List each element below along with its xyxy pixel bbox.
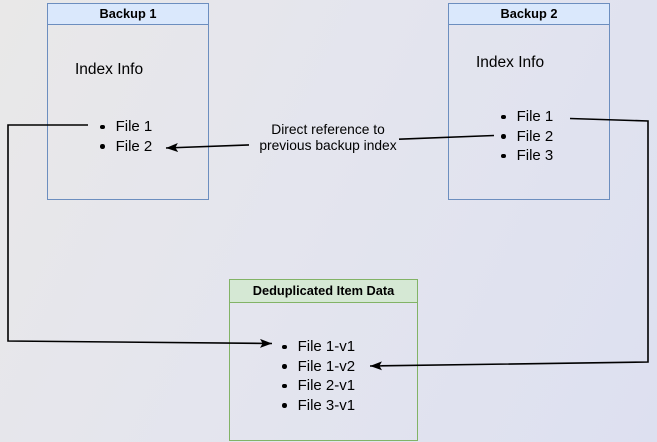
bullet-dot [501,114,506,120]
list-item: File 2 [449,127,609,147]
list-item: File 1 [449,107,609,127]
node-deduplicated-item-data: Deduplicated Item Data File 1-v1 File 1-… [229,279,418,441]
file-label: File 1-v1 [297,338,356,356]
bullet-dot [100,144,105,149]
bullet-dot [282,383,287,389]
file-label: File 1 [516,108,554,126]
bullet-dot [100,124,105,130]
node-backup1: Backup 1 Index Info File 1 File 2 [47,3,209,200]
file-label: File 3 [516,147,554,165]
edge-label-line1: Direct reference to [271,122,385,137]
list-item: File 3 [449,146,609,166]
list-item: File 1-v2 [230,357,417,377]
file-label: File 1 [115,118,153,136]
list-item: File 2-v1 [230,376,417,396]
list-item: File 3-v1 [230,396,417,416]
edge-label-direct-reference: Direct reference to previous backup inde… [244,122,412,154]
dedup-file-list: File 1-v1 File 1-v2 File 2-v1 File 3-v1 [230,337,417,415]
file-label: File 1-v2 [297,357,356,375]
bullet-dot [501,134,506,139]
list-item: File 1-v1 [230,337,417,357]
backup2-title: Backup 2 [449,4,609,25]
bullet-dot [282,344,287,350]
backup2-file-list: File 1 File 2 File 3 [449,107,609,166]
backup1-subtitle: Index Info [75,61,144,78]
node-backup2: Backup 2 Index Info File 1 File 2 File 3 [448,3,610,200]
bullet-dot [501,153,506,159]
file-label: File 2 [516,127,554,145]
list-item: File 2 [48,137,208,157]
file-label: File 2-v1 [297,377,356,395]
dedup-title: Deduplicated Item Data [230,280,417,303]
backup1-title: Backup 1 [48,4,208,25]
file-label: File 3-v1 [297,397,356,415]
backup1-file-list: File 1 File 2 [48,117,208,156]
bullet-dot [282,403,287,408]
bullet-dot [282,364,287,369]
file-label: File 2 [115,137,153,155]
list-item: File 1 [48,117,208,137]
edge-label-line2: previous backup index [259,138,397,153]
backup2-subtitle: Index Info [476,54,545,71]
